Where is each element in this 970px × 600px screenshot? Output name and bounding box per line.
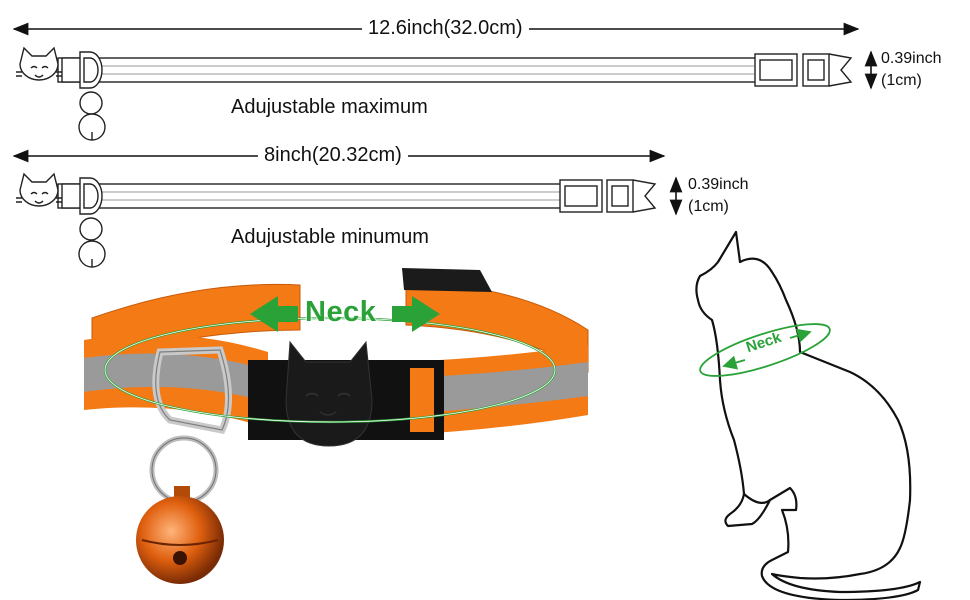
bottom-width-label-line2: (1cm) — [688, 198, 729, 215]
bottom-cat-buckle-icon — [16, 172, 62, 207]
bottom-width-label-line1: 0.39inch — [688, 176, 749, 193]
top-length-label: 12.6inch(32.0cm) — [362, 17, 529, 40]
cat-neck-ellipse — [699, 323, 831, 377]
top-cat-buckle-icon — [16, 46, 62, 81]
orange-collar-photo — [84, 268, 589, 505]
top-width-label-line2: (1cm) — [881, 72, 922, 89]
top-width-label: 0.39inch (1cm) — [881, 48, 942, 92]
bottom-collar-diagram — [57, 177, 657, 268]
bottom-collar-caption: Adujustable minumum — [231, 226, 429, 248]
top-collar-diagram — [57, 51, 853, 141]
orange-bell — [136, 486, 224, 584]
top-width-label-line1: 0.39inch — [881, 50, 942, 67]
neck-measure-ellipse — [103, 316, 557, 424]
neck-arrows — [250, 296, 440, 332]
photo-neck-label: Neck — [305, 296, 377, 328]
bottom-length-label: 8inch(20.32cm) — [258, 144, 408, 167]
top-collar-caption: Adujustable maximum — [231, 96, 428, 118]
bottom-width-label: 0.39inch (1cm) — [688, 174, 749, 218]
cat-silhouette-outline — [695, 230, 922, 600]
